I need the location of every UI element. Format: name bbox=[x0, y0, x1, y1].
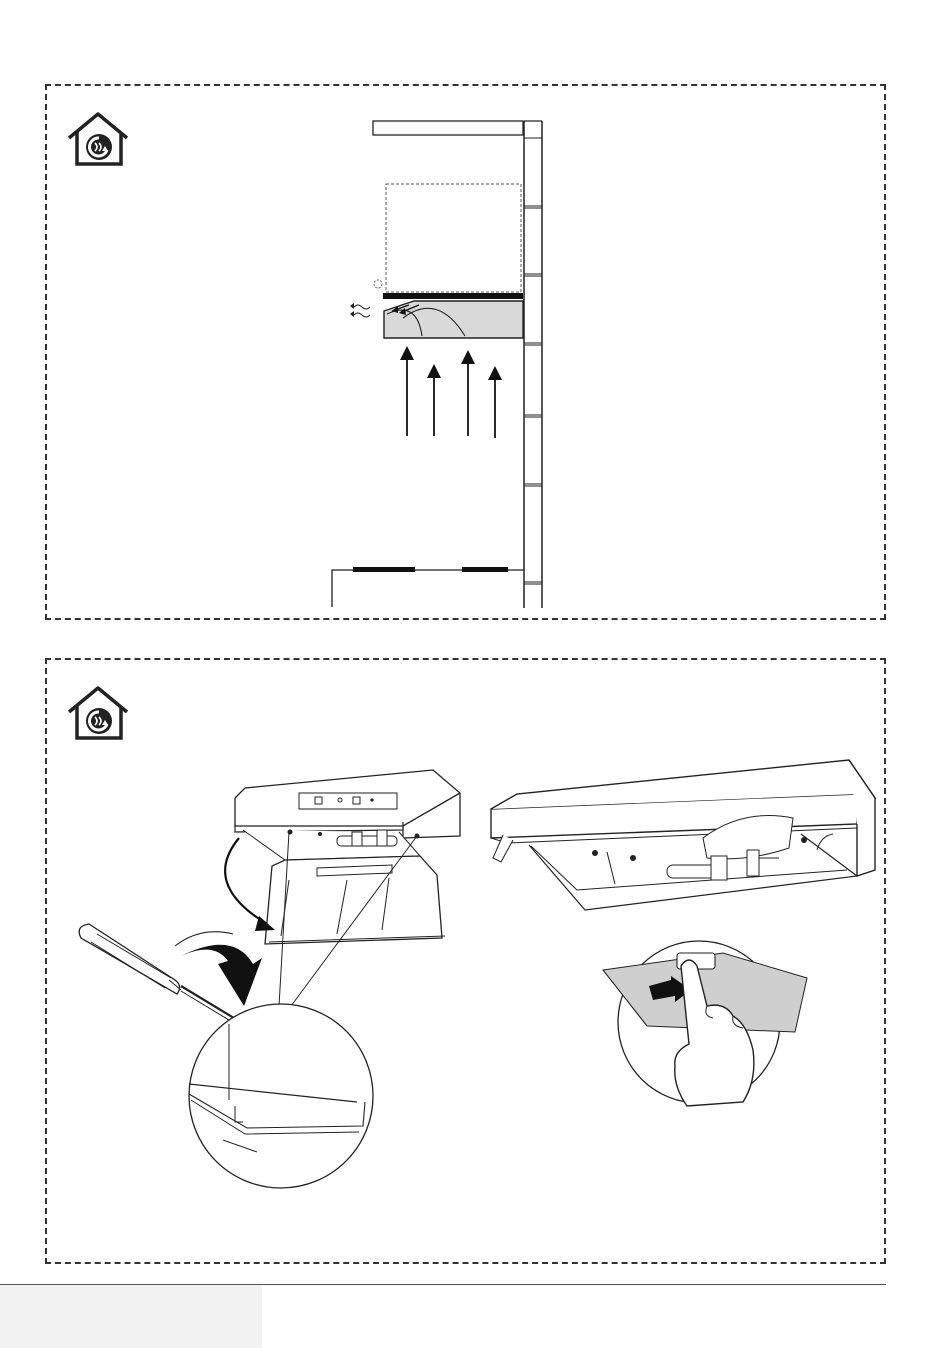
air-outlet-waves bbox=[350, 303, 370, 317]
magnified-screw-detail bbox=[189, 1004, 373, 1188]
magnified-latch-detail bbox=[603, 941, 807, 1106]
turn-screw-arrow bbox=[181, 945, 262, 1006]
wall-cabinet-outline bbox=[386, 184, 521, 292]
recirculation-diagram-panel bbox=[45, 84, 886, 620]
hood-top-plate bbox=[383, 293, 523, 299]
wall-tiles bbox=[524, 121, 542, 608]
footer-box bbox=[0, 1285, 262, 1348]
hood-open-panel-view bbox=[225, 770, 460, 1006]
cooktop-counter bbox=[332, 567, 524, 607]
hood-airflow-illustration bbox=[47, 86, 884, 618]
hood-underside-view bbox=[491, 760, 875, 910]
filter-removal-illustration bbox=[47, 660, 884, 1262]
filter-removal-panel bbox=[45, 658, 886, 1264]
upward-airflow-arrows bbox=[400, 346, 502, 438]
